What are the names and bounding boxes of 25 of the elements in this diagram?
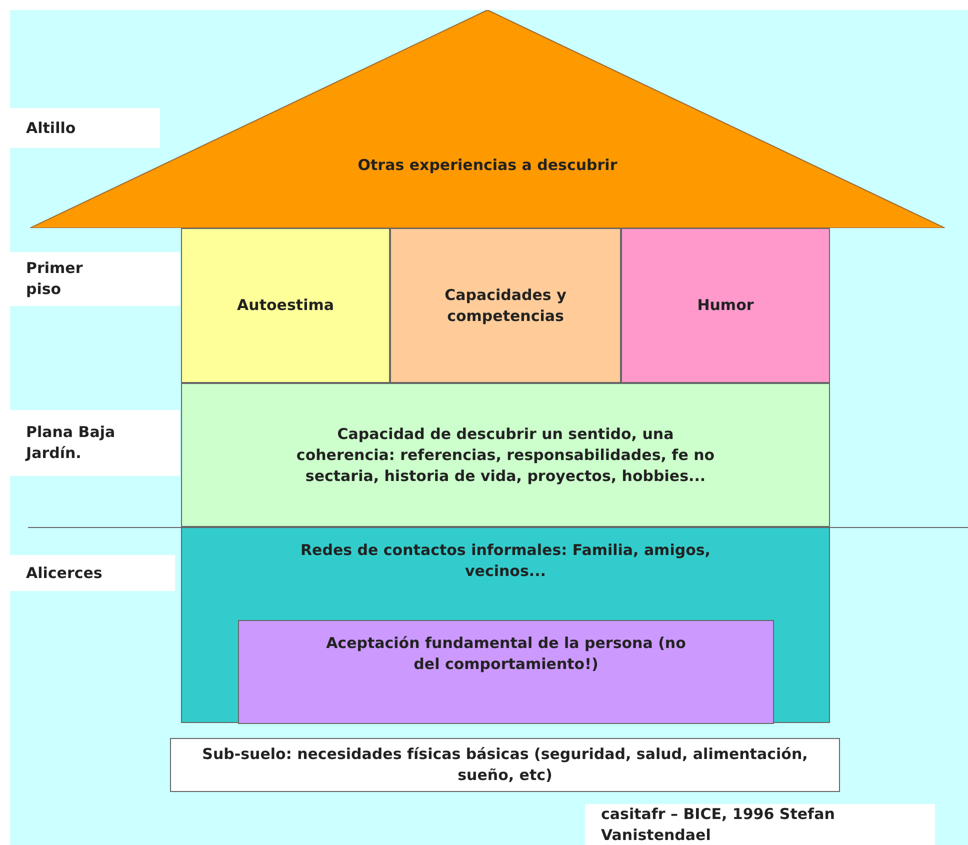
box-text: Aceptación fundamental de la persona (no del comportamiento!) (326, 633, 686, 675)
box-text: Sub-suelo: necesidades físicas básicas (seguridad, salud, alimentación, sueño, etc) (201, 744, 809, 786)
room-box (181, 228, 390, 383)
floor-label (10, 555, 175, 591)
box-text: Capacidad de descubrir un sentido, una coherencia: referencias, responsabilidades, fe no sectaria, historia de vida, proyectos, hobbies... (295, 424, 716, 486)
box-text: Capacidades y competencias (444, 284, 568, 326)
box-text: Humor (697, 295, 754, 316)
box-text: Autoestima (237, 295, 334, 316)
floor-box (181, 383, 830, 527)
floor-name: Altillo (26, 118, 76, 138)
floor-label (10, 252, 180, 306)
core-box (238, 620, 774, 724)
floor-label (10, 410, 180, 476)
room-box (390, 228, 621, 383)
foundation-box (181, 527, 830, 723)
credit-box (585, 804, 935, 845)
floor-name: casitafr – BICE, 1996 Stefan Vanistendael (601, 804, 836, 845)
box-text: Otras experiencias a descubrir (358, 155, 618, 176)
floor-label (10, 108, 160, 148)
floor-name: Alicerces (26, 562, 102, 584)
room-box (621, 228, 830, 383)
box-text: Redes de contactos informales: Familia, amigos, vecinos... (299, 540, 712, 582)
basement-box (170, 738, 840, 792)
floor-name: Plana Baja Jardín. (26, 422, 116, 464)
floor-name: Primer piso (26, 258, 84, 300)
